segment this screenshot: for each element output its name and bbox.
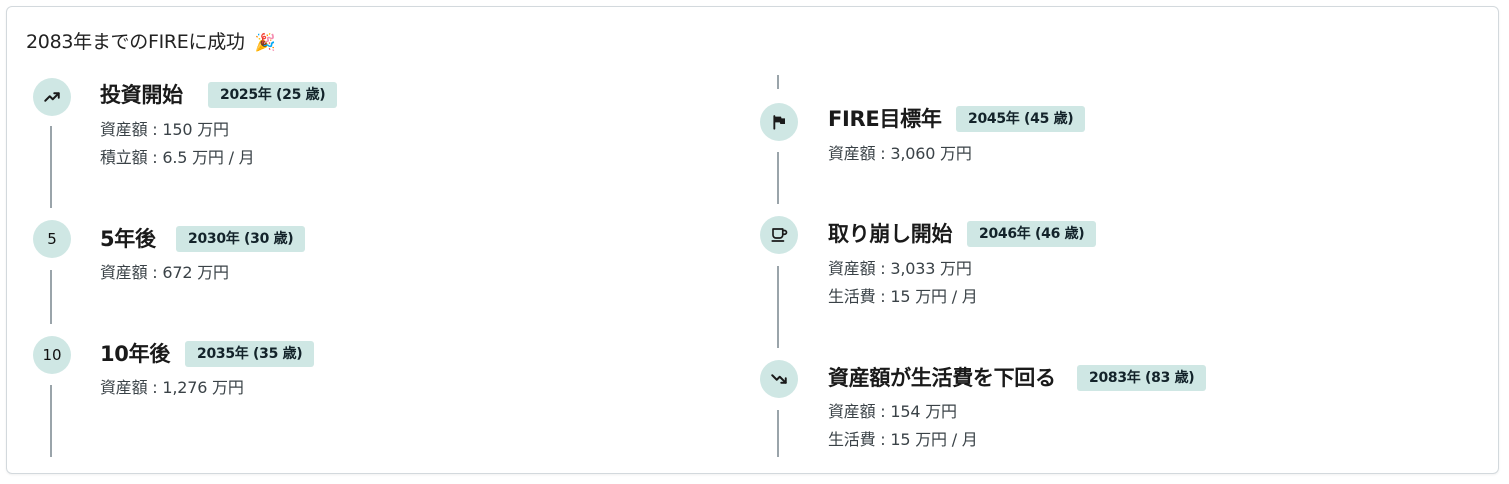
timeline-connector [777,152,779,204]
milestone-detail: 生活費 : 15 万円 / 月 [828,287,978,306]
result-title-text: 2083年までのFIREに成功 [26,31,245,53]
timeline-connector [50,270,52,324]
milestone-detail: 資産額 : 672 万円 [100,263,229,282]
milestone-year-badge: 2030年 (30 歳) [176,226,306,252]
milestone-detail: 生活費 : 15 万円 / 月 [828,430,978,449]
milestone-detail: 資産額 : 3,060 万円 [828,144,972,163]
timeline-connector [777,410,779,457]
milestone-detail: 資産額 : 150 万円 [100,120,229,139]
milestone-heading: FIRE目標年 [828,107,942,131]
milestone-detail: 資産額 : 154 万円 [828,402,957,421]
result-title: 2083年までのFIREに成功 🎉 [26,30,276,55]
milestone-detail: 資産額 : 3,033 万円 [828,259,972,278]
milestone-detail: 資産額 : 1,276 万円 [100,378,244,397]
milestone-detail: 積立額 : 6.5 万円 / 月 [100,148,255,167]
milestone-number-node: 10 [33,336,71,374]
party-popper-icon: 🎉 [254,33,276,53]
timeline-connector [50,385,52,457]
timeline-connector [50,126,52,208]
milestone-year-badge: 2046年 (46 歳) [967,221,1097,247]
milestone-year-badge: 2045年 (45 歳) [956,106,1086,132]
coffee-cup-icon [760,216,798,254]
milestone-heading: 資産額が生活費を下回る [828,366,1056,390]
timeline-connector [777,75,779,89]
flag-icon [760,103,798,141]
fire-result-card [6,6,1499,474]
milestone-year-badge: 2025年 (25 歳) [208,82,338,108]
timeline-connector [777,266,779,348]
trending-up-icon [33,78,71,116]
milestone-year-badge: 2035年 (35 歳) [185,341,315,367]
milestone-heading: 5年後 [100,227,156,251]
milestone-year-badge: 2083年 (83 歳) [1077,365,1207,391]
milestone-heading: 投資開始 [100,83,183,107]
milestone-number-node: 5 [33,220,71,258]
trending-down-icon [760,360,798,398]
milestone-heading: 10年後 [100,342,171,366]
milestone-heading: 取り崩し開始 [828,222,953,246]
